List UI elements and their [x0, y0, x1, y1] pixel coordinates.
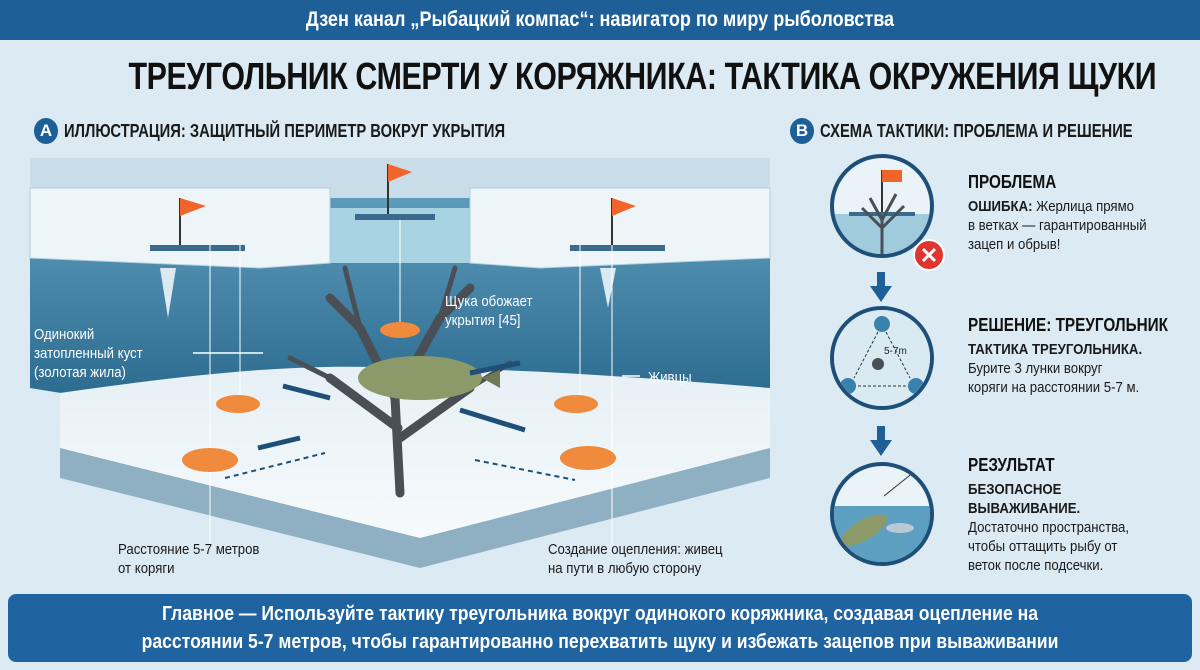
direction-arrows — [257, 360, 526, 451]
bait-fish — [182, 322, 616, 472]
step-problem: ПРОБЛЕМА ОШИБКА: Жерлица прямо в ветках … — [968, 172, 1147, 253]
distance-diagram-label: 5-7m — [884, 346, 907, 357]
section-a-header: A ИЛЛЮСТРАЦИЯ: ЗАЩИТНЫЙ ПЕРИМЕТР ВОКРУГ … — [34, 118, 602, 144]
section-a-badge: A — [34, 118, 58, 144]
arrow-down-icon — [870, 426, 892, 456]
solution-circle: 5-7m — [830, 306, 934, 410]
tip-up-left — [150, 198, 245, 548]
problem-circle — [830, 154, 934, 258]
ice-fishing-illustration — [29, 158, 771, 568]
pike-fish — [358, 356, 500, 400]
section-b-header: B СХЕМА ТАКТИКИ: ПРОБЛЕМА И РЕШЕНИЕ — [790, 118, 1200, 144]
step-solution: РЕШЕНИЕ: ТРЕУГОЛЬНИК ТАКТИКА ТРЕУГОЛЬНИК… — [968, 315, 1168, 396]
bush-label: Одинокий затопленный куст (золотая жила) — [34, 326, 143, 381]
distance-label: Расстояние 5-7 метров от коряги — [118, 541, 260, 577]
cordon-label: Создание оцепления: живец на пути в любу… — [548, 541, 723, 577]
distance-arrows — [224, 452, 576, 481]
section-a-label: ИЛЛЮСТРАЦИЯ: ЗАЩИТНЫЙ ПЕРИМЕТР ВОКРУГ УК… — [64, 120, 506, 141]
channel-header: Дзен канал „Рыбацкий компас“: навигатор … — [0, 0, 1200, 40]
tip-up-center — [355, 164, 435, 323]
pike-label: Щука обожает укрытия [45] — [445, 293, 533, 329]
result-circle — [830, 462, 934, 566]
channel-title: Дзен канал „Рыбацкий компас“: навигатор … — [305, 8, 895, 31]
page-title: ТРЕУГОЛЬНИК СМЕРТИ У КОРЯЖНИКА: ТАКТИКА … — [128, 56, 1157, 98]
arrow-down-icon — [870, 272, 892, 302]
baits-label: Живцы — [648, 369, 692, 386]
summary-banner: Главное — Используйте тактику треугольни… — [8, 594, 1192, 662]
error-x-icon — [913, 239, 945, 271]
step-result: РЕЗУЛЬТАТ БЕЗОПАСНОЕ ВЫВАЖИВАНИЕ. Достат… — [968, 455, 1130, 574]
tip-up-right — [570, 198, 665, 548]
section-b-label: СХЕМА ТАКТИКИ: ПРОБЛЕМА И РЕШЕНИЕ — [820, 120, 1133, 141]
section-b-badge: B — [790, 118, 814, 144]
